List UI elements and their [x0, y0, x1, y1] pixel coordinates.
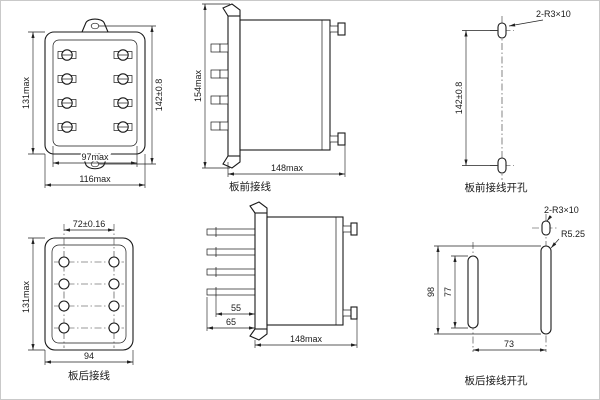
- rear-side-dimensions: 55 65 148max: [206, 297, 358, 348]
- dim-front-body-width: 116max: [79, 174, 111, 184]
- rear-view-dimensions: 72±0.16 131max 94: [21, 219, 134, 365]
- dim-front-body-height: 131max: [21, 76, 31, 109]
- front-view-outline: [44, 18, 146, 170]
- caption-rear-wiring: 板后接线: [68, 369, 110, 382]
- front-side-terminals: [210, 43, 229, 131]
- front-drill-dimensions: 142±0.8 2-R3×10: [454, 9, 571, 166]
- rear-view-outline: [44, 237, 134, 351]
- rear-wiring-side-drawing: 55 65 148max: [206, 201, 358, 348]
- rear-view-drawing: 72±0.16 131max 94 板后接线: [21, 219, 134, 382]
- caption-front-drill: 板前接线开孔: [465, 181, 528, 194]
- rear-side-outline: [249, 201, 358, 341]
- caption-rear-drill: 板后接线开孔: [465, 374, 528, 387]
- dim-front-inner-width: 97max: [81, 152, 109, 162]
- caption-front-wiring: 板前接线: [229, 180, 271, 193]
- dim-front-drill-spacing: 142±0.8: [454, 82, 464, 114]
- dim-rear-drill-slot-spacing: 73: [504, 339, 514, 349]
- front-drill-plan-drawing: 142±0.8 2-R3×10 板前接线开孔: [454, 9, 571, 194]
- front-side-dimensions: 154max 148max: [193, 3, 346, 177]
- dim-rear-pin-long: 65: [226, 317, 236, 327]
- dim-rear-side-depth: 148max: [290, 334, 323, 344]
- dim-front-side-height: 154max: [193, 69, 203, 102]
- label-rear-drill-radius: R5.25: [561, 229, 585, 239]
- front-wiring-side-drawing: 154max 148max 板前接线: [193, 3, 346, 193]
- front-side-outline: [222, 3, 346, 169]
- rear-drill-slots: [467, 214, 559, 352]
- dim-front-side-depth: 148max: [271, 163, 304, 173]
- dim-rear-drill-outer-height: 98: [426, 287, 436, 297]
- dim-rear-drill-inner-height: 77: [443, 287, 453, 297]
- rear-drill-plan-drawing: 2-R3×10 R5.25 98 77 73 板后接线开孔: [426, 205, 585, 387]
- rear-view-holes: [58, 256, 120, 334]
- front-view-drawing: 131max 142±0.8 97max 116max: [21, 18, 164, 188]
- dim-front-hole-spacing: 142±0.8: [154, 79, 164, 111]
- dim-rear-pin-short: 55: [231, 303, 241, 313]
- dim-rear-body-width: 94: [84, 351, 94, 361]
- front-view-dimensions: 131max 142±0.8 97max 116max: [21, 25, 164, 188]
- dim-rear-body-height: 131max: [21, 280, 31, 313]
- rear-drill-dimensions: 2-R3×10 R5.25 98 77 73: [426, 205, 585, 352]
- dim-rear-hole-columns: 72±0.16: [73, 219, 105, 229]
- label-rear-drill-slot: 2-R3×10: [544, 205, 579, 215]
- rear-side-pins: [206, 227, 256, 297]
- label-front-drill-slot: 2-R3×10: [536, 9, 571, 19]
